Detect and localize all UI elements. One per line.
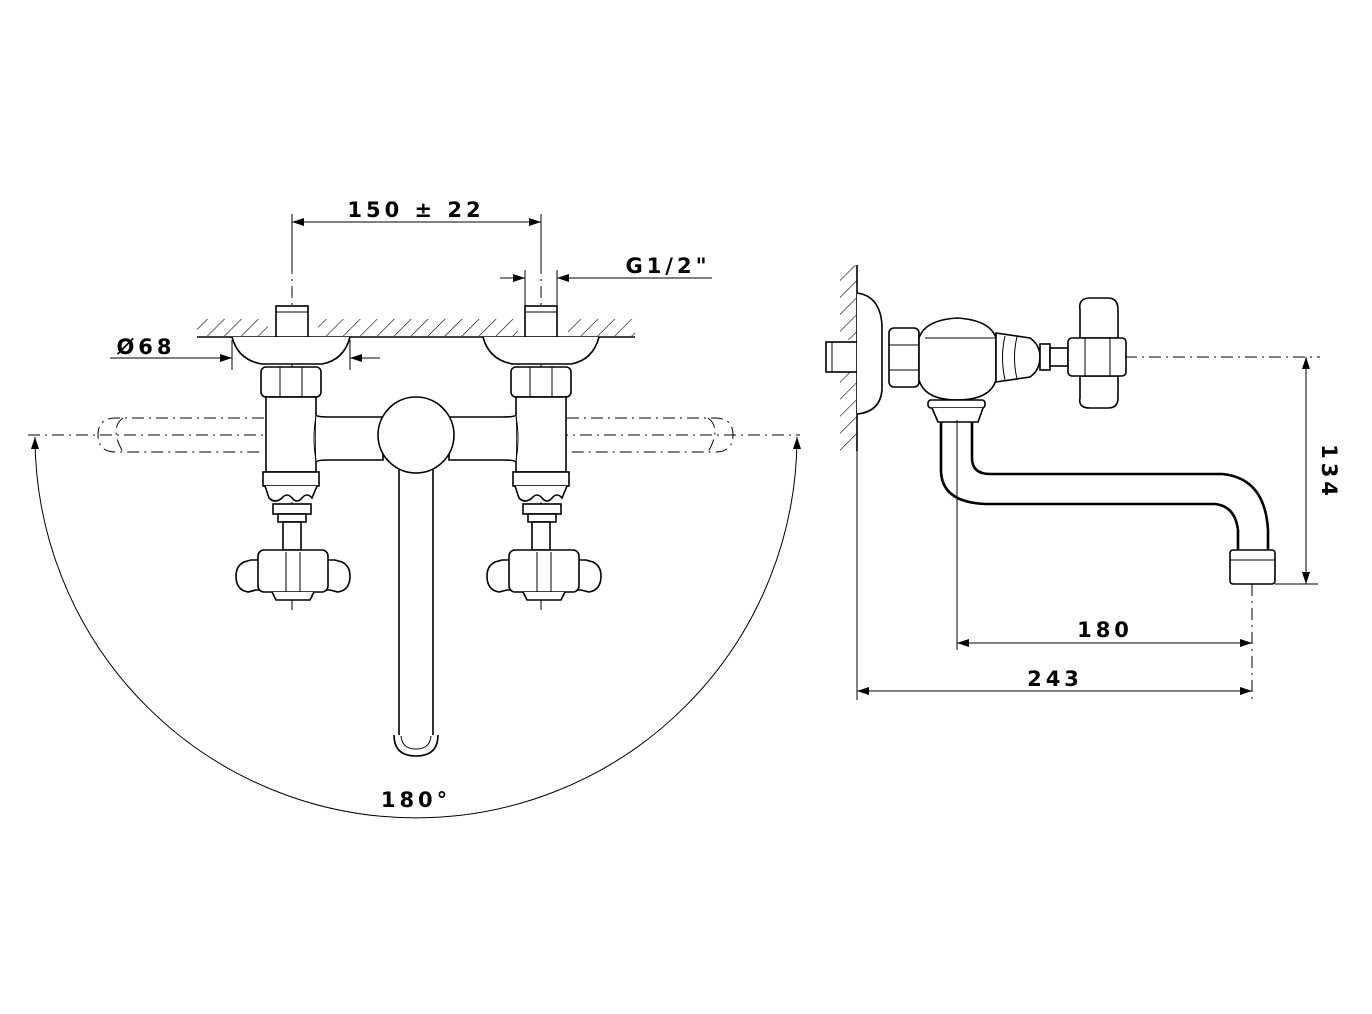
side-swivel-ring xyxy=(927,399,986,423)
spout-reach-label: 180 xyxy=(1077,618,1133,642)
diameter-dimension-label: Ø68 xyxy=(116,335,175,359)
right-escutcheon xyxy=(482,336,600,365)
left-collar xyxy=(262,471,320,523)
left-valve-body xyxy=(265,396,317,473)
side-inlet xyxy=(825,341,858,373)
central-body xyxy=(377,396,455,474)
front-dimensions xyxy=(110,214,712,370)
front-wall xyxy=(197,312,635,338)
front-spout xyxy=(393,470,439,757)
height-dimension-label: 134 xyxy=(1317,444,1341,500)
right-hex-nut xyxy=(510,366,572,398)
right-inlet xyxy=(524,305,558,338)
side-view xyxy=(825,265,1320,700)
left-stem xyxy=(282,521,302,551)
side-dimensions xyxy=(857,357,1318,695)
front-view xyxy=(28,262,801,819)
side-bonnet xyxy=(995,332,1069,383)
left-cross-handle xyxy=(235,549,351,601)
side-hex-nut xyxy=(888,327,920,388)
side-valve-body xyxy=(918,317,997,401)
rotation-arc xyxy=(31,436,801,819)
total-reach-label: 243 xyxy=(1027,667,1083,691)
spacing-dimension-label: 150 ± 22 xyxy=(347,198,484,222)
rotation-angle-label: 180° xyxy=(381,788,451,812)
right-stem xyxy=(531,521,551,551)
left-inlet xyxy=(275,305,309,338)
side-cross-handle xyxy=(1067,297,1127,409)
side-aerator xyxy=(1229,549,1276,585)
right-collar xyxy=(512,471,570,523)
left-escutcheon xyxy=(231,336,351,365)
left-hex-nut xyxy=(260,366,322,398)
right-valve-body xyxy=(515,396,567,473)
side-escutcheon xyxy=(856,292,883,415)
thread-dimension-label: G1/2" xyxy=(625,254,710,278)
right-cross-handle xyxy=(486,549,602,601)
side-spout xyxy=(939,422,1270,550)
